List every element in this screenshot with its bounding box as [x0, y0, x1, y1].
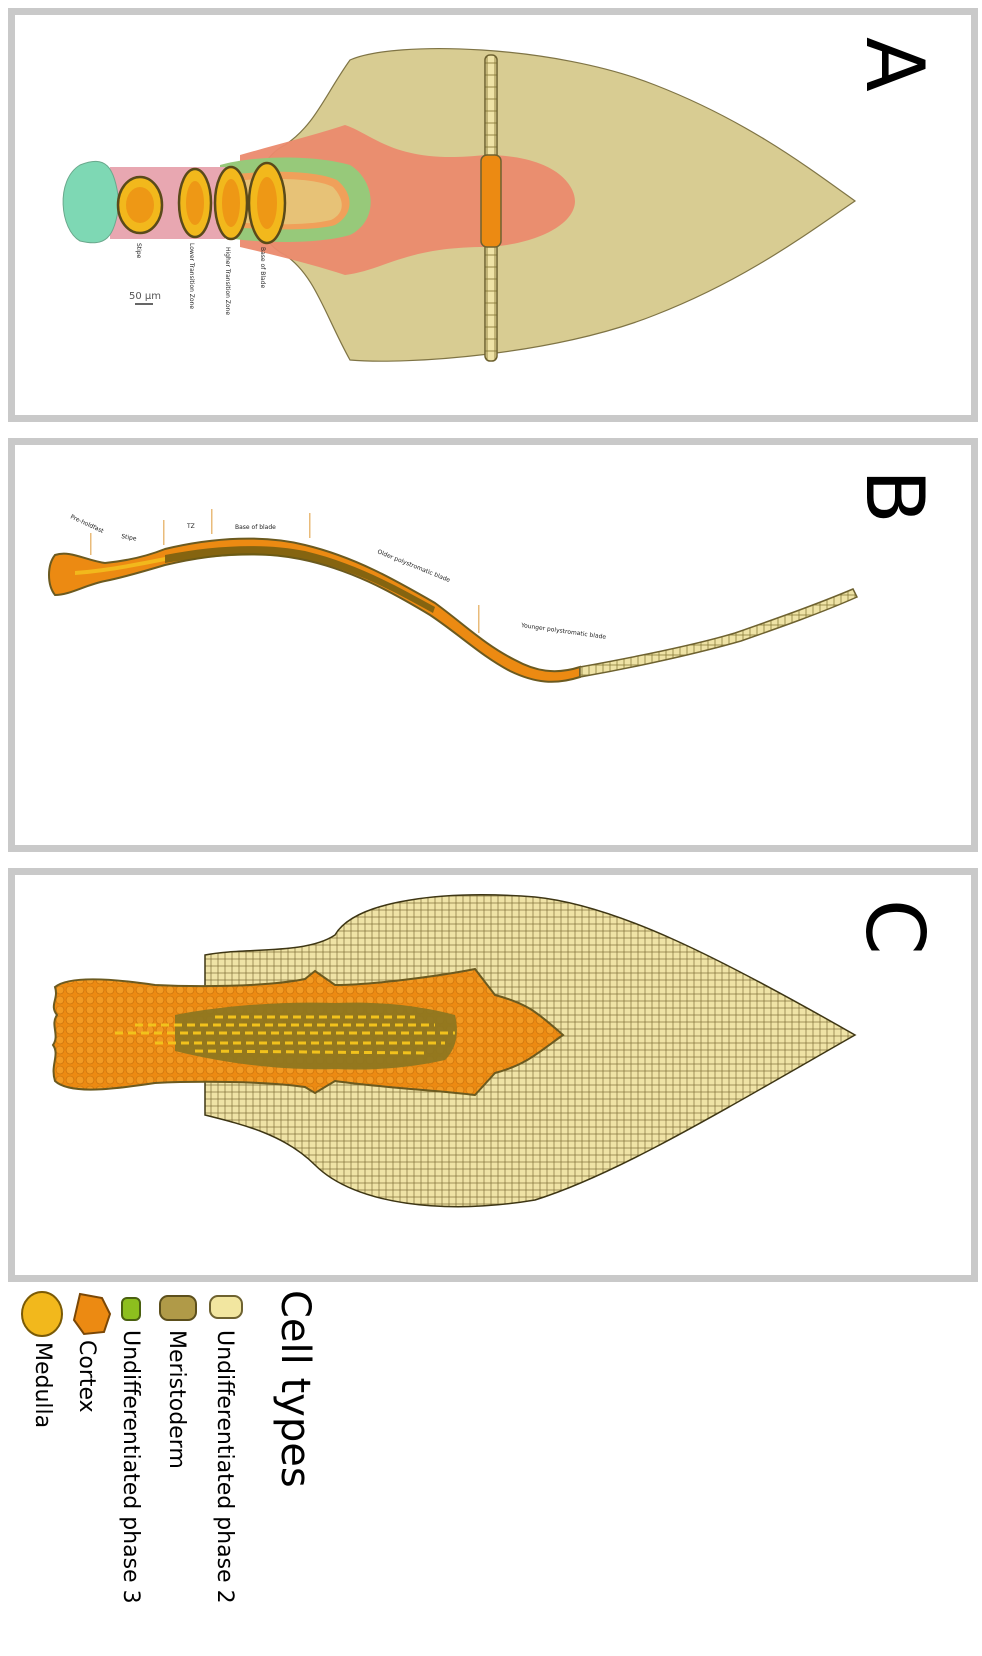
panel-a: Stipe Lower Transition Zone Higher Trans…	[8, 8, 978, 422]
section-base-blade	[249, 163, 285, 243]
label-stipe-a: Stipe	[135, 243, 142, 259]
panel-b-figure: Pre-holdfast Stipe TZ Base of blade Olde…	[15, 445, 971, 845]
label-lower-tz-a: Lower Transition Zone	[188, 243, 195, 309]
section-higher-tz	[215, 167, 247, 239]
legend-label-meristoderm: Meristoderm	[164, 1330, 189, 1469]
label-tz-b: TZ	[186, 523, 195, 530]
panel-letter-a: A	[848, 37, 941, 92]
panel-a-figure: Stipe Lower Transition Zone Higher Trans…	[15, 15, 971, 415]
panel-c: C	[8, 868, 978, 1282]
tick-2	[163, 520, 165, 545]
cell-types-legend: Cell types Undifferentiated phase 2 Meri…	[0, 1290, 982, 1656]
legend-swatch-meristoderm	[160, 1296, 196, 1320]
label-younger-blade: Younger polystromatic blade	[520, 622, 607, 641]
blade-section-core	[481, 155, 501, 247]
legend-label-undiff-phase3: Undifferentiated phase 3	[118, 1330, 143, 1604]
panel-b: Pre-holdfast Stipe TZ Base of blade Olde…	[8, 438, 978, 852]
section-stipe	[118, 177, 162, 233]
legend-swatch-undiff-phase2	[210, 1296, 242, 1318]
scale-bar	[135, 303, 153, 305]
legend-title: Cell types	[272, 1290, 318, 1488]
label-base-blade-a: Base of Blade	[259, 247, 266, 288]
legend-swatch-cortex	[74, 1294, 110, 1334]
legend-label-undiff-phase2: Undifferentiated phase 2	[212, 1330, 237, 1604]
legend-swatch-undiff-phase3	[122, 1298, 140, 1320]
label-base-blade-b: Base of blade	[235, 524, 276, 531]
medulla-core	[175, 1003, 457, 1070]
tick-5	[478, 605, 480, 633]
label-pre-holdfast: Pre-holdfast	[69, 513, 105, 535]
tick-4	[309, 513, 311, 538]
label-higher-tz-a: Higher Transition Zone	[224, 247, 231, 315]
tick-1	[90, 533, 92, 555]
teal-holdfast-zone	[63, 161, 119, 242]
scale-bar-label: 50 µm	[129, 291, 161, 302]
legend-label-cortex: Cortex	[74, 1340, 99, 1413]
tick-3	[211, 509, 213, 534]
legend-swatch-medulla	[22, 1292, 62, 1336]
panel-letter-c: C	[848, 899, 941, 955]
section-lower-tz	[179, 169, 211, 237]
panel-c-figure: C	[15, 875, 971, 1275]
panel-letter-b: B	[848, 469, 941, 524]
legend-label-medulla: Medulla	[30, 1342, 55, 1428]
younger-blade-strip	[580, 589, 857, 677]
label-stipe-b: Stipe	[121, 533, 138, 543]
